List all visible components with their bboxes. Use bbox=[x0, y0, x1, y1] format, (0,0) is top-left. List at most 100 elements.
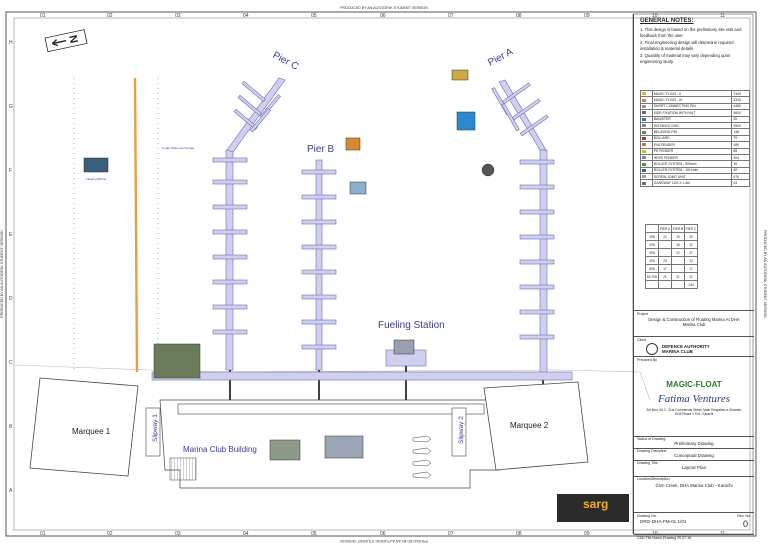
pier-table-cell bbox=[671, 280, 685, 289]
col-bot-06: 06 bbox=[380, 531, 386, 537]
banner-top: PRODUCED BY AN AUTODESK STUDENT VERSION bbox=[340, 6, 428, 10]
north-arrow: N bbox=[44, 29, 88, 53]
photo-eva bbox=[451, 69, 469, 81]
legend-swatch-icon bbox=[642, 111, 646, 115]
drawing-no: DRG-DHA-FM-01.1/01 bbox=[640, 519, 687, 524]
pier-table-cell: 22 bbox=[658, 232, 672, 241]
pier-a bbox=[491, 79, 555, 381]
pier-table-cell bbox=[671, 264, 685, 273]
col-top-11: 11 bbox=[720, 13, 725, 19]
row-b: B bbox=[9, 424, 13, 430]
location-value: Gizri Creek, DHA Marina Club - Karachi bbox=[655, 483, 733, 488]
legend-swatch-icon bbox=[642, 98, 646, 102]
legend-swatch-icon bbox=[642, 156, 646, 160]
cad-file-block: CAD File Name Drawing 20.07.16 bbox=[634, 534, 754, 540]
cad-file: CAD File Name Drawing 20.07.16 bbox=[637, 536, 692, 540]
pier-table-cell: 23 bbox=[684, 256, 698, 265]
magic-float-logo: MAGIC-FLOAT bbox=[666, 380, 722, 389]
legend-swatch-icon bbox=[642, 105, 646, 109]
row-c: C bbox=[9, 360, 13, 366]
prepared-by-block: Prepared By MAGIC-FLOAT Fatima Ventures … bbox=[634, 356, 754, 437]
pier-table-cell: 15ft bbox=[645, 232, 659, 241]
pier-table-cell: 50ft bbox=[645, 264, 659, 273]
col-bot-05: 05 bbox=[311, 531, 317, 537]
legend-item-qty: 7340 bbox=[731, 89, 750, 98]
label-slipway-2: Slipway 2 bbox=[458, 416, 465, 444]
row-a: A bbox=[9, 488, 13, 494]
discipline-value: Conceptual Drawing bbox=[674, 453, 714, 458]
legend-item-name: BANISTER bbox=[651, 115, 733, 123]
note-2: 2. Final engineering design will determi… bbox=[640, 40, 734, 51]
label-floating-barrier: Floating Barrier bbox=[86, 177, 107, 181]
note-1: 1. This design is based on the prelimina… bbox=[640, 27, 742, 38]
boats bbox=[412, 435, 432, 479]
legend-item-qty: 2310 bbox=[731, 96, 750, 104]
legend-item-name: MAGIC FLOAT - III bbox=[651, 96, 733, 104]
col-bot-03: 03 bbox=[175, 531, 181, 537]
notes-title: GENERAL NOTES: bbox=[640, 18, 694, 24]
legend-swatch-icon bbox=[642, 130, 646, 134]
pier-table-cell: PIER B bbox=[671, 224, 685, 233]
prepared-by-label: Prepared By bbox=[637, 358, 657, 362]
general-notes: 1. This design is based on the prelimina… bbox=[640, 27, 750, 65]
pier-table-cell: 40ft bbox=[645, 256, 659, 265]
pier-table-cell: PIER A bbox=[658, 224, 672, 233]
col-top-05: 05 bbox=[311, 13, 317, 19]
label-pier-c: Pier C bbox=[271, 50, 301, 73]
fatima-ventures-logo: Fatima Ventures bbox=[658, 393, 730, 405]
legend-item-qty: 04 bbox=[731, 179, 750, 187]
club-terrace bbox=[177, 403, 485, 415]
pier-table-cell: 21 bbox=[684, 272, 698, 281]
slipway-2-outline bbox=[451, 407, 467, 457]
legend-swatch-icon bbox=[642, 124, 646, 128]
col-bot-04: 04 bbox=[243, 531, 249, 537]
pier-b bbox=[301, 159, 337, 371]
label-marquee-1: Marquee 1 bbox=[72, 427, 111, 436]
col-top-06: 06 bbox=[380, 13, 386, 19]
legend-swatch-icon bbox=[642, 117, 646, 121]
legend-swatch-icon bbox=[642, 168, 646, 172]
slipway-1-outline bbox=[145, 407, 161, 457]
legend-swatch-icon bbox=[642, 92, 646, 96]
discipline-block: Drawing Discipline Conceptual Drawing bbox=[634, 448, 754, 461]
pier-table-cell: 22 bbox=[684, 240, 698, 249]
pier-table-cell: 60-70ft bbox=[645, 272, 659, 281]
floating-barrier-line bbox=[133, 77, 139, 373]
status-label: Status of Drawing bbox=[637, 437, 666, 441]
col-bot-02: 02 bbox=[107, 531, 113, 537]
pier-table-row: 144 bbox=[645, 280, 698, 289]
row-f: F bbox=[9, 168, 12, 174]
marquee-2-outline bbox=[483, 381, 589, 471]
col-top-01: 01 bbox=[40, 13, 46, 19]
project-name: Design & Construction of Floating Marina… bbox=[648, 317, 740, 327]
legend-item-qty: 4480 bbox=[731, 102, 750, 111]
shore-pontoon bbox=[151, 371, 573, 381]
inner-border bbox=[13, 17, 751, 531]
photo-fender bbox=[349, 181, 367, 195]
legend-item-name: GANGWAY 12m X 1.8m bbox=[651, 179, 733, 187]
north-letter: N bbox=[66, 34, 79, 44]
company-address: 3rd floor, 64-C, 21st Commercial Street,… bbox=[646, 408, 742, 416]
pier-table-cell bbox=[658, 240, 672, 249]
label-club-building: Marina Club Building bbox=[183, 445, 257, 454]
legend-swatch-icon bbox=[642, 181, 646, 185]
row-d: D bbox=[9, 296, 13, 302]
status-value: Preliminary Drawing bbox=[674, 441, 714, 446]
legend-swatch-icon bbox=[642, 143, 646, 147]
pier-table-cell: 17 bbox=[684, 264, 698, 273]
row-g: G bbox=[9, 104, 13, 110]
pier-table-cell: 10 bbox=[671, 232, 685, 241]
row-h: H bbox=[9, 40, 13, 46]
pier-table-cell: 21 bbox=[671, 272, 685, 281]
discipline-label: Drawing Discipline bbox=[637, 449, 667, 453]
pier-table-cell bbox=[671, 256, 685, 265]
